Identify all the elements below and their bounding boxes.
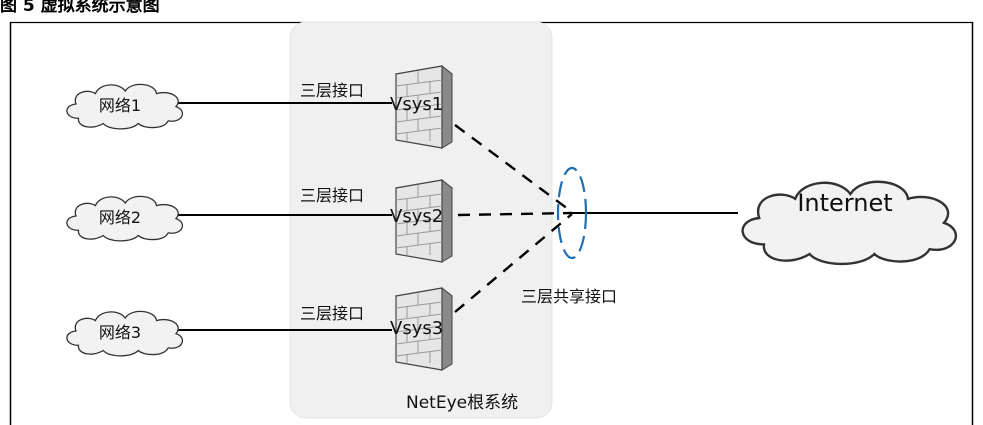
dashed-link-vsys2 <box>457 211 573 217</box>
network2-cloud: 网络2 <box>65 195 184 242</box>
shared-interface-ellipse <box>556 166 588 260</box>
network3-cloud: 网络3 <box>65 310 184 357</box>
figure-title: 图 5 虚拟系统示意图 <box>0 0 160 16</box>
interface-label-2: 三层接口 <box>300 186 364 205</box>
shared-interface-label: 三层共享接口 <box>521 287 617 306</box>
interface-label-1: 三层接口 <box>300 81 364 100</box>
network3-label: 网络3 <box>99 323 141 342</box>
interface-label-3: 三层接口 <box>300 304 364 323</box>
network2-label: 网络2 <box>99 208 141 227</box>
dashed-link-vsys3 <box>454 213 573 313</box>
vsys3-label: Vsys3 <box>390 318 443 339</box>
network1-cloud: 网络1 <box>65 83 184 130</box>
internet-cloud: Internet <box>741 180 958 266</box>
network1-label: 网络1 <box>99 96 141 115</box>
root-system-label: NetEye根系统 <box>406 393 518 413</box>
internet-label: Internet <box>797 189 892 217</box>
vsys2-label: Vsys2 <box>390 206 443 227</box>
vsys1-label: Vsys1 <box>390 94 443 115</box>
dashed-link-vsys1 <box>454 124 573 213</box>
